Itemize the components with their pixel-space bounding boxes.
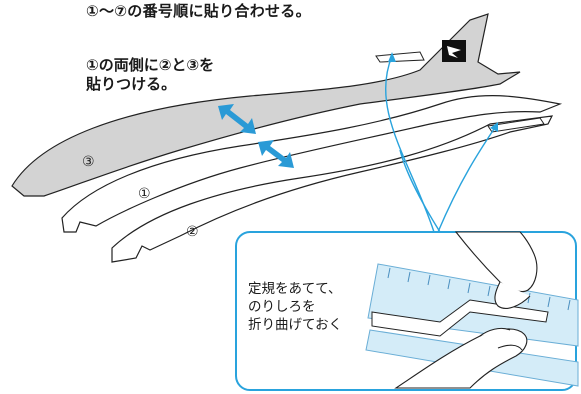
leader-arrowhead-1 [388, 52, 396, 62]
instruction-step: ①の両側に②と③を 貼りつける。 [86, 56, 215, 93]
part-1-fuselage [61, 95, 563, 233]
hand-bottom-icon [394, 327, 528, 389]
callout-note: 定規をあてて、 のりしろを 折り曲げておく [248, 281, 343, 334]
part-3-fuselage [11, 13, 521, 197]
part-2-fuselage [111, 115, 554, 263]
label-part-3: ③ [82, 154, 95, 170]
label-part-1: ① [138, 186, 151, 202]
leader-arrowhead-2 [490, 122, 498, 132]
tail-fin-tab [375, 51, 425, 63]
callout-leaders [384, 55, 497, 233]
crane-logo-icon [442, 40, 466, 62]
hand-top-icon [454, 231, 538, 309]
tail-tab-part2 [487, 117, 545, 133]
double-arrow-icon [218, 104, 294, 168]
instruction-title: ①〜⑦の番号順に貼り合わせる。 [86, 2, 311, 20]
part-strip [371, 299, 549, 337]
label-part-2: ② [186, 224, 199, 240]
